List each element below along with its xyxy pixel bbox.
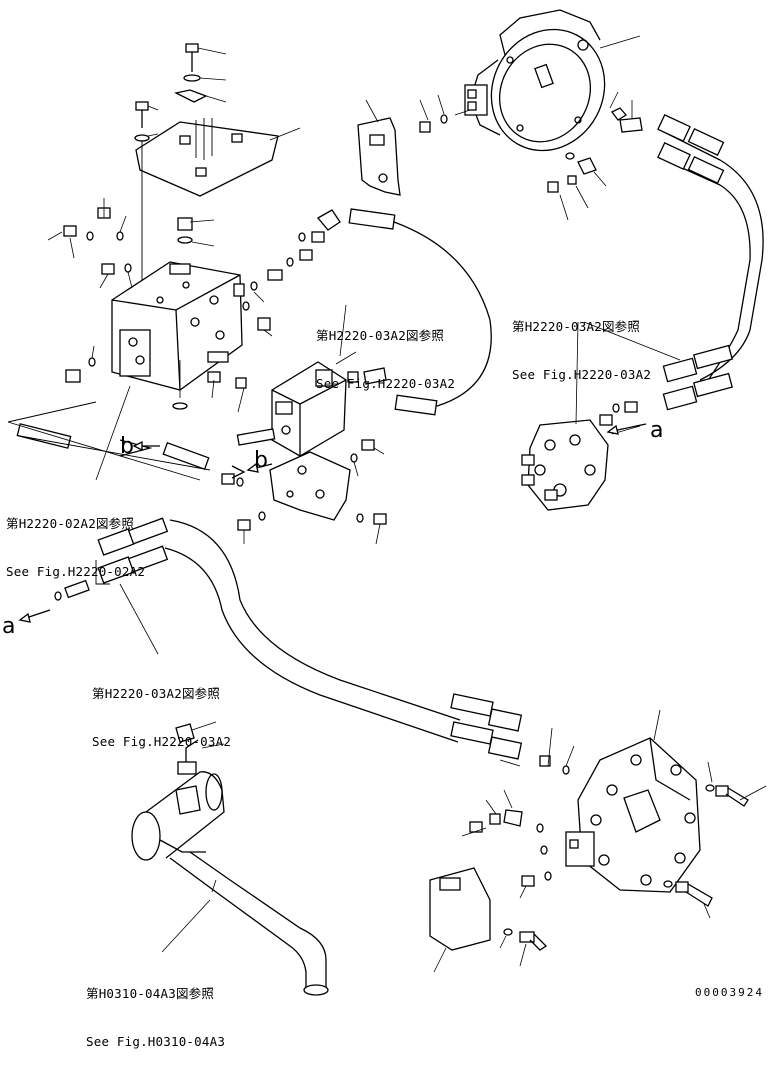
- reference-label-left: 第H2220-02A2図参照 See Fig.H2220-02A2: [6, 484, 145, 596]
- document-number: 00003924: [695, 986, 764, 999]
- long-hose-pair: [54, 517, 523, 767]
- marker-b-center: b: [254, 448, 268, 473]
- reference-label-en: See Fig.H2220-03A2: [512, 367, 652, 382]
- reference-label-jp: 第H2220-03A2図参照: [512, 319, 641, 334]
- reference-label-lower-mid: 第H2220-03A2図参照 See Fig.H2220-03A2: [92, 654, 231, 766]
- reference-leaders: [119, 304, 681, 953]
- reference-label-jp: 第H2220-03A2図参照: [316, 328, 445, 343]
- reference-label-bottom: 第H0310-04A3図参照 See Fig.H0310-04A3: [86, 954, 225, 1066]
- valve-mounting-plate: [221, 439, 387, 545]
- control-valve: [236, 351, 387, 457]
- reference-label-jp: 第H2220-03A2図参照: [92, 686, 221, 701]
- reference-label-en: See Fig.H0310-04A3: [86, 1034, 226, 1049]
- reference-label-upper-mid: 第H2220-03A2図参照 See Fig.H2220-03A2: [316, 296, 455, 408]
- upper-small-fittings: [419, 91, 643, 221]
- reference-label-jp: 第H2220-02A2図参照: [6, 516, 135, 531]
- pipe-assembly: [131, 721, 329, 996]
- right-hose-pair: [657, 113, 764, 411]
- reference-label-en: See Fig.H2220-02A2: [6, 564, 146, 579]
- swivel-joint: [521, 401, 641, 511]
- upper-motor-flange: [464, 9, 641, 152]
- reference-label-en: See Fig.H2220-03A2: [316, 376, 456, 391]
- lower-flange-bolts: [461, 727, 767, 919]
- valve-block-upper-hose: [299, 208, 492, 416]
- lower-motor-flange: [565, 709, 701, 893]
- top-bolts-upper-left: [134, 43, 227, 300]
- reference-label-jp: 第H0310-04A3図参照: [86, 986, 215, 1001]
- mounting-bracket-lower: [429, 867, 548, 973]
- valve-block-fittings: [47, 198, 306, 413]
- hydraulic-valve-block: [95, 261, 245, 481]
- marker-a-left: a: [2, 614, 16, 639]
- reference-label-upper-right: 第H2220-03A2図参照 See Fig.H2220-03A2: [512, 287, 651, 399]
- marker-a-right: a: [650, 418, 664, 443]
- parts-diagram: [7, 9, 767, 996]
- cover-plate: [135, 118, 301, 197]
- marker-b-left: b: [120, 434, 134, 459]
- mounting-bracket-upper: [357, 99, 401, 196]
- direction-arrows: [18, 423, 647, 623]
- left-hose-pieces: [7, 401, 246, 481]
- reference-label-en: See Fig.H2220-03A2: [92, 734, 232, 749]
